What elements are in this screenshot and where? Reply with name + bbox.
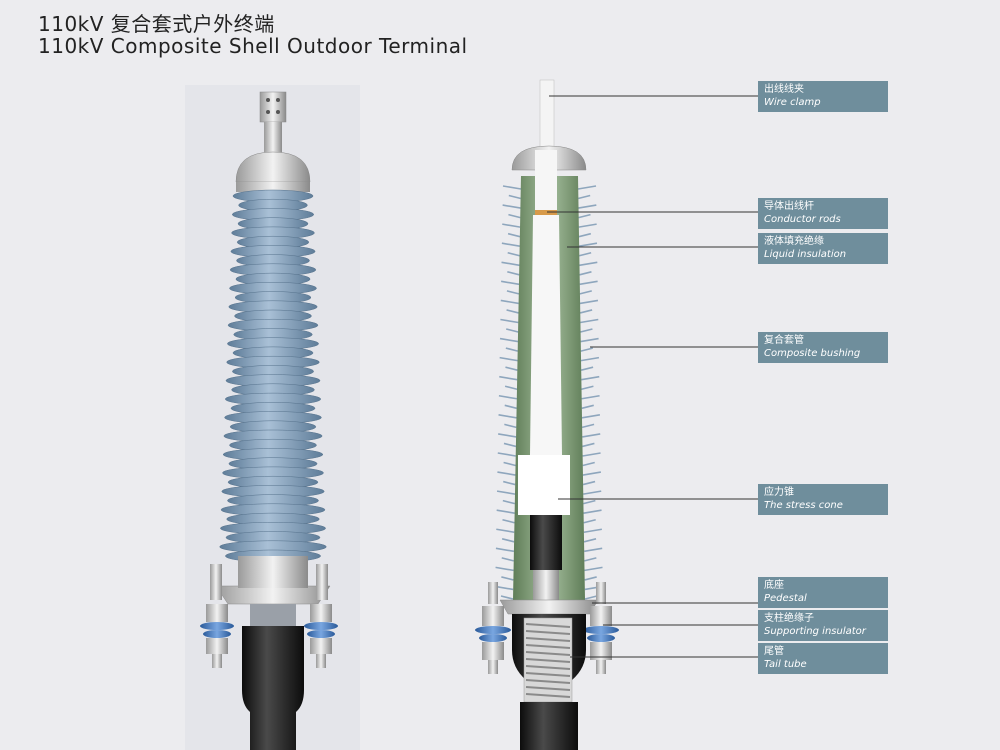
section-pedestal <box>499 599 599 615</box>
label-supporting-insulator-cn: 支柱绝缘子 <box>764 613 814 624</box>
section-support-insulator-left <box>475 582 511 674</box>
label-composite-bushing-cn: 复合套管 <box>764 335 804 346</box>
exterior-support-insulator-left <box>200 564 234 668</box>
label-liquid-insulation: 液体填充绝缘 Liquid insulation <box>758 233 888 264</box>
section-conductor-top <box>535 150 557 212</box>
title-english: 110kV Composite Shell Outdoor Terminal <box>38 34 468 58</box>
exterior-cable <box>242 626 304 750</box>
exterior-support-insulator-right <box>304 564 338 668</box>
exterior-tail-tube <box>250 604 296 626</box>
label-wire-clamp: 出线线夹 Wire clamp <box>758 81 888 112</box>
section-support-insulator-right <box>583 582 619 674</box>
label-tail-tube: 尾管 Tail tube <box>758 643 888 674</box>
label-supporting-insulator-en: Supporting insulator <box>764 626 866 637</box>
label-tail-tube-cn: 尾管 <box>764 646 784 657</box>
label-pedestal: 底座 Pedestal <box>758 577 888 608</box>
label-conductor-rods-cn: 导体出线杆 <box>764 201 814 212</box>
label-conductor-rods: 导体出线杆 Conductor rods <box>758 198 888 229</box>
label-liquid-insulation-en: Liquid insulation <box>764 249 847 260</box>
section-terminal <box>475 79 619 750</box>
label-wire-clamp-cn: 出线线夹 <box>764 84 804 95</box>
exterior-pedestal <box>215 585 331 605</box>
label-pedestal-en: Pedestal <box>764 593 807 604</box>
label-stress-cone-en: The stress cone <box>764 500 843 511</box>
exterior-bushing-sheds <box>219 189 327 563</box>
label-composite-bushing-en: Composite bushing <box>764 348 861 359</box>
label-tail-tube-en: Tail tube <box>764 659 807 670</box>
exterior-conductor-rod <box>264 122 282 158</box>
label-composite-bushing: 复合套管 Composite bushing <box>758 332 888 363</box>
label-conductor-rods-en: Conductor rods <box>764 214 841 225</box>
section-cable <box>520 702 578 750</box>
section-bushing-sheds <box>495 185 603 600</box>
section-inner-cable <box>530 515 562 570</box>
label-pedestal-cn: 底座 <box>764 580 784 591</box>
title-chinese: 110kV 复合套式户外终端 <box>38 12 275 36</box>
label-wire-clamp-en: Wire clamp <box>764 97 821 108</box>
label-stress-cone-cn: 应力锥 <box>764 487 794 498</box>
label-liquid-insulation-cn: 液体填充绝缘 <box>764 236 824 247</box>
section-wire-clamp <box>539 79 555 151</box>
exterior-top-dome <box>235 151 311 183</box>
section-stress-cone <box>518 455 570 515</box>
label-stress-cone: 应力锥 The stress cone <box>758 484 888 515</box>
section-conductor-rod <box>530 215 562 455</box>
exterior-wire-clamp <box>259 91 287 123</box>
exterior-terminal <box>185 85 360 750</box>
leader-lines <box>547 95 758 658</box>
label-supporting-insulator: 支柱绝缘子 Supporting insulator <box>758 610 888 641</box>
